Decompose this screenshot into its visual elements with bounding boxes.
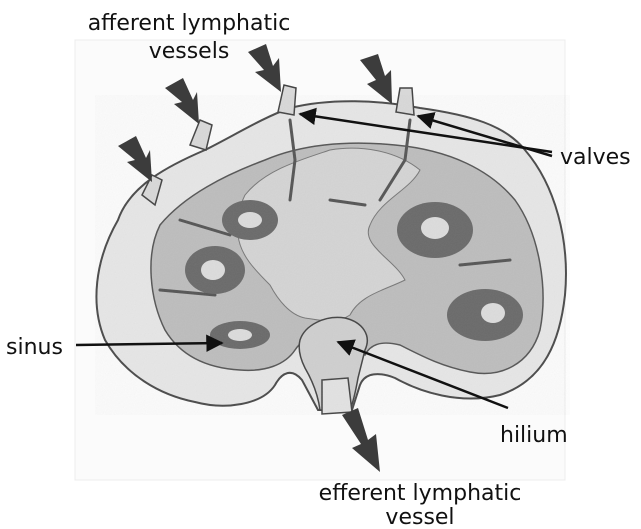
- valves-label: valves: [560, 145, 631, 170]
- hilium-label: hilium: [500, 423, 568, 448]
- sinus-label: sinus: [6, 335, 63, 360]
- efferent-label-line1: efferent lymphatic: [319, 481, 522, 506]
- afferent-label-line2: vessels: [149, 39, 230, 64]
- efferent-label-line2: vessel: [385, 505, 454, 529]
- afferent-label-line1: afferent lymphatic: [88, 11, 291, 36]
